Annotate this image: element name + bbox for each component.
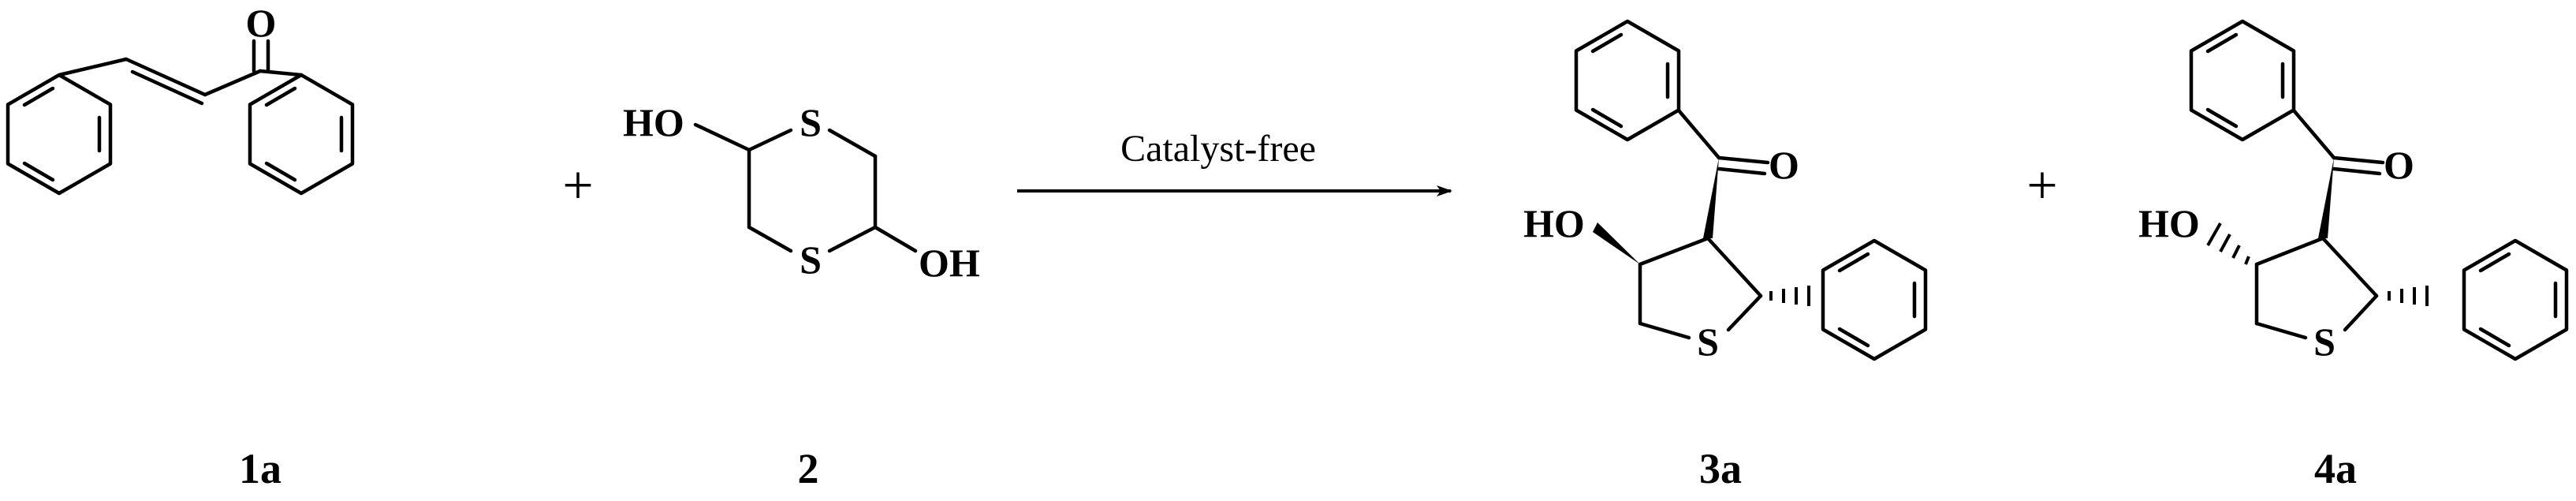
- compound-3a-structure: O S HO: [1523, 21, 1925, 364]
- sulfur-atom: S: [800, 237, 822, 282]
- hydroxyl-label: HO: [623, 100, 684, 144]
- sulfur-atom: S: [2313, 320, 2336, 364]
- compound-4a-structure: O S HO: [2138, 21, 2567, 364]
- reaction-conditions: Catalyst-free: [1120, 128, 1316, 170]
- compound-label: 4a: [2314, 445, 2357, 492]
- phenyl-ring: [2191, 21, 2294, 140]
- oxygen-atom: O: [1769, 143, 1799, 187]
- compound-1a-structure: O: [8, 1, 352, 193]
- hydroxyl-label: HO: [2138, 201, 2200, 245]
- phenyl-ring: [8, 75, 110, 193]
- phenyl-ring: [1823, 241, 1925, 359]
- hydroxyl-label: OH: [919, 241, 980, 285]
- compound-2-structure: HO S S OH: [623, 100, 980, 285]
- compound-label: 2: [798, 445, 819, 492]
- plus-sign: +: [562, 155, 593, 216]
- plus-sign: +: [2026, 155, 2057, 216]
- phenyl-ring: [250, 75, 352, 193]
- sulfur-atom: S: [800, 100, 822, 144]
- compound-label: 3a: [1699, 445, 1742, 492]
- phenyl-ring: [2464, 241, 2567, 359]
- compound-label: 1a: [239, 445, 281, 492]
- hydroxyl-label: HO: [1523, 201, 1585, 245]
- oxygen-atom: O: [2384, 143, 2414, 187]
- oxygen-atom: O: [246, 1, 277, 45]
- sulfur-atom: S: [1697, 320, 1719, 364]
- phenyl-ring: [1576, 21, 1679, 140]
